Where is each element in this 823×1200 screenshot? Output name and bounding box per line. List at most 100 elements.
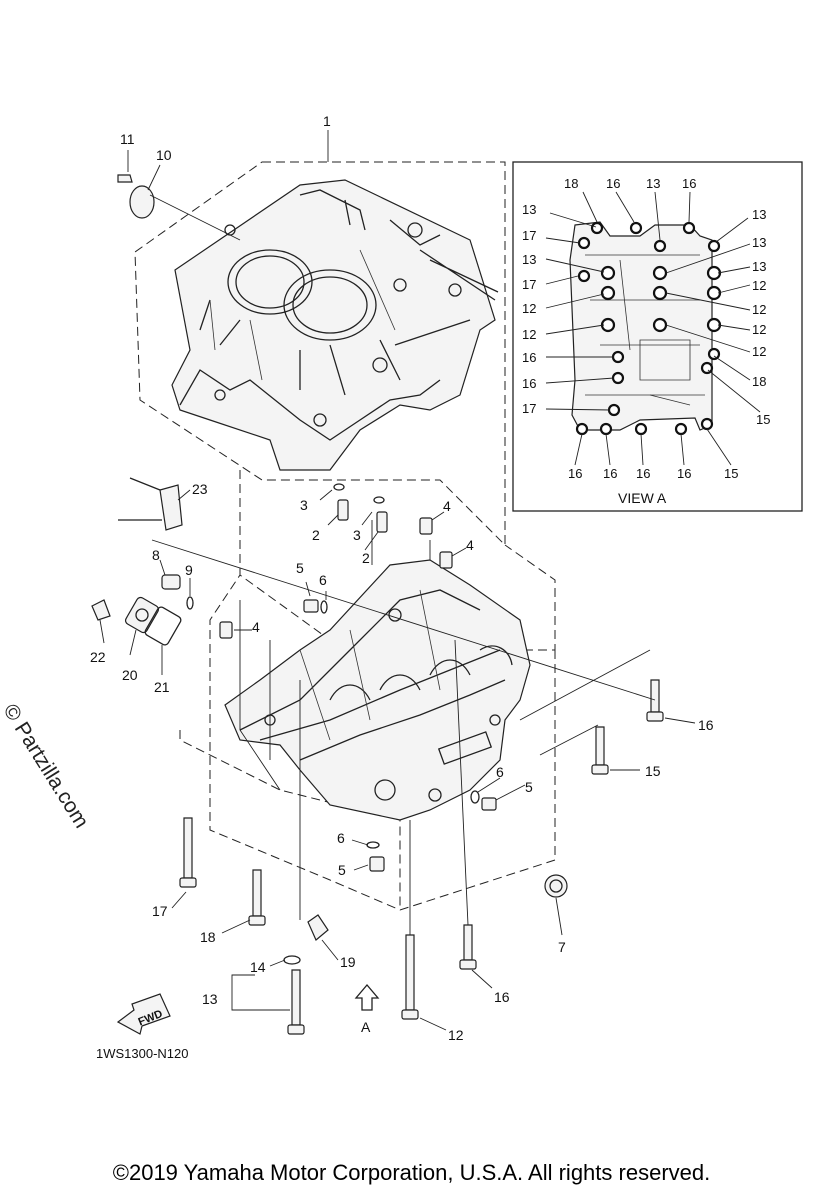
- va-13c: 13: [752, 207, 766, 222]
- bolt-17: [183, 817, 193, 879]
- upper-crankcase-group-outline: [134, 161, 506, 547]
- va-18a: 18: [564, 176, 578, 191]
- va-12f: 12: [752, 344, 766, 359]
- callout-6b: 6: [496, 764, 504, 780]
- va-17b: 17: [522, 277, 536, 292]
- callout-19: 19: [340, 954, 356, 970]
- callout-6a: 6: [319, 572, 327, 588]
- callout-22: 22: [90, 649, 106, 665]
- dowel-2a: [337, 499, 349, 521]
- view-a-case: [569, 221, 713, 431]
- callout-3b: 3: [353, 527, 361, 543]
- va-12a: 12: [752, 278, 766, 293]
- bolt-22: [91, 599, 111, 621]
- callout-20: 20: [122, 667, 138, 683]
- callout-17: 17: [152, 903, 168, 919]
- oil-plug-7: [544, 874, 568, 898]
- oring-6a: [320, 600, 328, 614]
- callout-12: 12: [448, 1027, 464, 1043]
- oring-6c: [366, 841, 380, 849]
- dowel-4c: [219, 621, 233, 639]
- plug-8: [161, 574, 181, 590]
- ring-3a: [333, 483, 345, 491]
- va-16h: 16: [677, 466, 691, 481]
- callout-18: 18: [200, 929, 216, 945]
- bolt-12: [405, 934, 415, 1011]
- va-13a: 13: [646, 176, 660, 191]
- clamp-19: [307, 914, 329, 941]
- washer-14: [283, 955, 301, 965]
- callout-7: 7: [558, 939, 566, 955]
- bolt-13: [291, 969, 301, 1026]
- callout-9: 9: [185, 562, 193, 578]
- bolt-16b: [650, 679, 660, 713]
- plug-5c: [369, 856, 385, 872]
- callout-5c: 5: [338, 862, 346, 878]
- callout-4c: 4: [252, 619, 260, 635]
- va-13f: 13: [752, 259, 766, 274]
- callout-16a: 16: [698, 717, 714, 733]
- callout-10: 10: [156, 147, 172, 163]
- dowel-4a: [419, 517, 433, 535]
- long-bolts: [179, 679, 664, 1035]
- callout-21: 21: [154, 679, 170, 695]
- va-13e: 13: [522, 252, 536, 267]
- callout-8: 8: [152, 547, 160, 563]
- dowels-and-rings: [91, 174, 568, 965]
- plug-5b: [481, 797, 497, 811]
- callout-13: 13: [202, 991, 218, 1007]
- upper-crankcase: [171, 179, 499, 471]
- callout-1: 1: [323, 113, 331, 129]
- gasket-21: [144, 606, 182, 646]
- oring-6b: [470, 790, 480, 804]
- ring-3b: [373, 496, 385, 504]
- va-12b: 12: [522, 301, 536, 316]
- bolt-15: [595, 726, 605, 766]
- dowel-2b: [376, 511, 388, 533]
- callout-6c: 6: [337, 830, 345, 846]
- view-a-frame: [512, 161, 803, 512]
- gasket-10: [129, 185, 155, 219]
- diagram-code: 1WS1300-N120: [96, 1046, 189, 1061]
- copyright-footer: ©2019 Yamaha Motor Corporation, U.S.A. A…: [112, 1160, 711, 1185]
- callout-3a: 3: [300, 497, 308, 513]
- bolt-11: [117, 174, 133, 183]
- callout-23: 23: [192, 481, 208, 497]
- va-18b: 18: [752, 374, 766, 389]
- va-15b: 15: [724, 466, 738, 481]
- callout-14: 14: [250, 959, 266, 975]
- va-15a: 15: [756, 412, 770, 427]
- va-12c: 12: [752, 302, 766, 317]
- callout-16b: 16: [494, 989, 510, 1005]
- va-13b: 13: [522, 202, 536, 217]
- callout-11: 11: [120, 131, 135, 147]
- bracket-23: [159, 484, 183, 531]
- callout-4b: 4: [466, 537, 474, 553]
- dowel-4b: [439, 551, 453, 569]
- fwd-arrow: FWD: [116, 993, 171, 1035]
- va-12d: 12: [522, 327, 536, 342]
- view-a-label: VIEW A: [618, 490, 667, 506]
- va-16c: 16: [522, 350, 536, 365]
- view-a-inset: 18 16 13 16 13 13 17 13 13 13 17 12 12 1…: [512, 161, 803, 512]
- cover-20: [124, 596, 160, 634]
- va-17c: 17: [522, 401, 536, 416]
- va-16a: 16: [606, 176, 620, 191]
- plug-5a: [303, 599, 319, 613]
- va-16b: 16: [682, 176, 696, 191]
- va-12e: 12: [752, 322, 766, 337]
- callout-2a: 2: [312, 527, 320, 543]
- va-16g: 16: [636, 466, 650, 481]
- va-13d: 13: [752, 235, 766, 250]
- va-16d: 16: [522, 376, 536, 391]
- view-a-arrow: A: [354, 983, 380, 1035]
- callout-2b: 2: [362, 550, 370, 566]
- callout-5a: 5: [296, 560, 304, 576]
- callout-15: 15: [645, 763, 661, 779]
- va-16e: 16: [568, 466, 582, 481]
- lower-left-group-outline: [179, 730, 401, 910]
- callouts-main: 1 2 2 3 3 4 4 4 5 5 5 6 6 6 7 8 9 10 11 …: [90, 113, 714, 1043]
- callout-4a: 4: [443, 498, 451, 514]
- leader-lines: [99, 130, 696, 1031]
